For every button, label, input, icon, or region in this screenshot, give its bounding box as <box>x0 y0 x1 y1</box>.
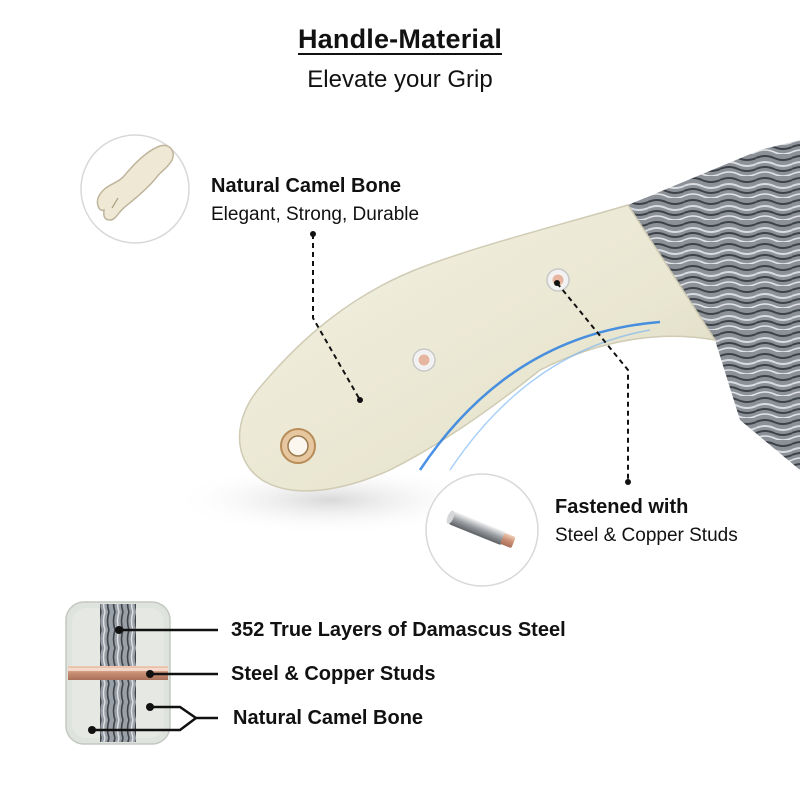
cross-section-label-bone: Natural Camel Bone <box>233 707 424 729</box>
page-subtitle: Elevate your Grip <box>307 66 493 93</box>
cross-section-label-studs: Steel & Copper Studs <box>231 663 436 685</box>
handle-stud-middle <box>412 348 436 372</box>
studs-callout-leader <box>554 280 631 485</box>
studs-feature-callout: Fastened with Steel & Copper Studs <box>555 496 738 547</box>
blue-swoosh-accent <box>418 320 661 471</box>
stud-pin-icon <box>425 473 539 587</box>
cross-section-leaders <box>88 626 218 734</box>
bone-handle <box>238 204 717 492</box>
bone-feature-title: Natural Camel Bone <box>211 175 402 197</box>
handle-stud-top <box>546 268 570 292</box>
cross-section-diagram <box>65 601 171 745</box>
studs-feature-title: Fastened with <box>555 496 689 518</box>
page-title: Handle-Material <box>297 24 503 54</box>
bone-feature-callout: Natural Camel Bone Elegant, Strong, Dura… <box>211 175 419 226</box>
blue-swoosh-accent-inner <box>449 329 651 471</box>
bone-callout-leader <box>310 231 363 403</box>
bone-icon <box>80 134 190 244</box>
handle-shadow <box>170 465 490 535</box>
cross-section-label-damascus: 352 True Layers of Damascus Steel <box>231 619 566 641</box>
damascus-blade <box>628 140 800 470</box>
bone-feature-subtitle: Elegant, Strong, Durable <box>211 204 420 225</box>
lanyard-hole <box>280 428 316 464</box>
studs-feature-subtitle: Steel & Copper Studs <box>555 525 738 546</box>
